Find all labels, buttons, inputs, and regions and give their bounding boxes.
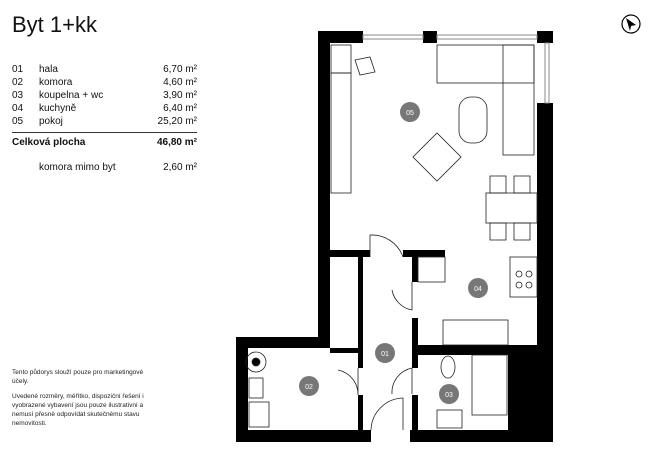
room-area: 25,20 m² [157, 116, 197, 127]
room-list: 01 hala 6,70 m² 02 komora 4,60 m² 03 koupelna… [12, 63, 197, 174]
room-area: 6,40 m² [163, 103, 197, 114]
total-label: Celková plocha [12, 137, 86, 148]
disclaimer-p1: Tento půdorys slouží pouze pro marketing… [12, 369, 144, 385]
room-name: komora [39, 77, 73, 88]
extra-row: komora mimo byt 2,60 m² [12, 161, 197, 174]
room-number: 04 [12, 103, 24, 114]
extra-label: komora mimo byt [39, 162, 116, 173]
svg-text:01: 01 [381, 351, 389, 358]
room-name: pokoj [39, 116, 63, 127]
disclaimer-p2: Uvedené rozměry, měřítko, dispoziční řeš… [12, 393, 144, 427]
room-label-05: 05 [400, 102, 420, 122]
page-title: Byt 1+kk [12, 12, 97, 37]
disclaimer: Tento půdorys slouží pouze pro marketing… [12, 368, 152, 434]
room-number: 03 [12, 90, 24, 101]
room-name: kuchyně [39, 103, 77, 114]
divider [12, 132, 197, 133]
room-label-04: 04 [468, 278, 488, 298]
extra-area: 2,60 m² [163, 162, 197, 173]
svg-text:05: 05 [406, 110, 414, 117]
room-name: hala [39, 64, 58, 75]
room-area: 6,70 m² [163, 64, 197, 75]
total-area: 46,80 m² [156, 137, 197, 148]
svg-text:04: 04 [474, 286, 482, 293]
room-area: 4,60 m² [163, 77, 197, 88]
room-labels: 05 04 01 02 03 [299, 102, 488, 404]
windows [362, 34, 550, 104]
room-label-03: 03 [439, 384, 459, 404]
room-label-02: 02 [299, 376, 319, 396]
walls [236, 31, 553, 442]
room-number: 01 [12, 64, 24, 75]
svg-text:02: 02 [305, 384, 313, 391]
room-number: 05 [12, 116, 24, 127]
north-arrow-icon [621, 14, 641, 34]
furniture [245, 44, 538, 431]
room-name: koupelna + wc [39, 90, 104, 101]
room-row: 04 kuchyně 6,40 m² [12, 102, 197, 115]
room-row: 02 komora 4,60 m² [12, 76, 197, 89]
room-row: 05 pokoj 25,20 m² [12, 115, 197, 128]
room-row: 01 hala 6,70 m² [12, 63, 197, 76]
room-row: 03 koupelna + wc 3,90 m² [12, 89, 197, 102]
room-label-01: 01 [375, 343, 395, 363]
room-area: 3,90 m² [163, 90, 197, 101]
total-row: Celková plocha 46,80 m² [12, 136, 197, 149]
svg-text:03: 03 [445, 392, 453, 399]
room-number: 02 [12, 77, 24, 88]
